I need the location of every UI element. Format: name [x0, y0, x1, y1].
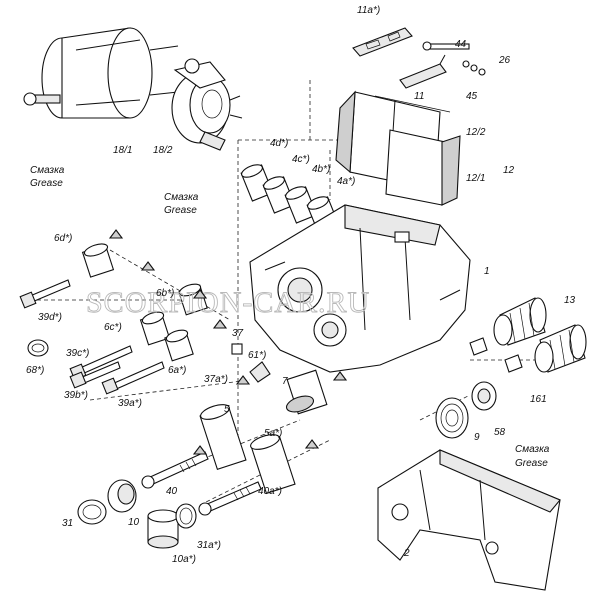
label-31: 31 [62, 518, 73, 529]
pad-spring-11a [352, 27, 413, 57]
cap-61 [249, 361, 271, 383]
bushing-6a [164, 329, 194, 362]
label-2: 2 [403, 548, 410, 559]
label-39c: 39c*) [66, 348, 89, 359]
label-45: 45 [466, 91, 478, 102]
label-4a: 4a*) [337, 176, 355, 187]
guide-pin-40a [198, 481, 262, 516]
screw-37 [231, 343, 243, 355]
label-39b: 39b*) [64, 390, 88, 401]
clip-31 [77, 499, 107, 525]
label-40a: 40a*) [258, 486, 282, 497]
label-31a: 31a*) [197, 540, 221, 551]
label-44: 44 [455, 39, 467, 50]
label-4b: 4b*) [312, 164, 330, 175]
cap-161 [469, 337, 523, 373]
bellows-13 [493, 297, 587, 373]
label-1: 1 [484, 266, 490, 277]
label-58: 58 [494, 427, 506, 438]
label-39a: 39a*) [118, 398, 142, 409]
label-6c: 6c*) [104, 322, 122, 333]
caliper-housing-1 [249, 204, 471, 373]
label-11a: 11a*) [357, 5, 380, 16]
label-6a: 6a*) [168, 365, 186, 376]
label-5: 5 [224, 404, 230, 415]
bellows-9 [435, 397, 469, 439]
label-11: 11 [414, 91, 424, 102]
ring-31a [175, 503, 197, 529]
label-10a: 10a*) [172, 554, 196, 565]
label-5a: 5a*) [264, 428, 282, 439]
label-12: 12 [503, 165, 515, 176]
label-26: 26 [498, 55, 511, 66]
label-9: 9 [474, 432, 480, 443]
label-39d: 39d*) [38, 312, 62, 323]
label-40: 40 [166, 486, 178, 497]
brake-chamber-18-1 [23, 27, 179, 119]
pad-retainer-11 [399, 54, 447, 89]
bushing-6d [81, 243, 115, 278]
grease-note-3-ru: Смазка [515, 444, 550, 455]
bush-4c [262, 176, 296, 214]
cap-68 [27, 339, 49, 357]
label-4c: 4c*) [292, 154, 310, 165]
bushing-6c [139, 311, 171, 346]
retaining-pin-44 [422, 41, 470, 51]
bolt-39d [19, 279, 71, 309]
label-161: 161 [530, 394, 547, 405]
guide-sleeve-5a [250, 434, 296, 495]
bolt-39a [101, 361, 165, 395]
label-6d: 6d*) [54, 233, 72, 244]
cap-10a [147, 509, 179, 549]
arrow-markers [108, 229, 348, 455]
tube-7 [285, 369, 328, 415]
grease-note-1-en: Grease [30, 178, 63, 189]
label-18-1: 18/1 [113, 145, 132, 156]
label-37a: 37a*) [204, 374, 228, 385]
bush-4b [284, 186, 318, 224]
guide-sleeve-5 [199, 404, 247, 470]
label-6b: 6b*) [156, 288, 174, 299]
bush-4d [240, 164, 274, 202]
guide-pin-40 [141, 451, 209, 489]
label-7: 7 [282, 376, 288, 387]
brake-pad-12-1 [374, 95, 461, 206]
carrier-2 [377, 449, 561, 591]
label-10: 10 [128, 517, 140, 528]
label-61: 61*) [248, 350, 266, 361]
brake-chamber-18-2 [171, 58, 243, 151]
cap-58 [471, 381, 497, 411]
watermark-text: SCORPION-CAR.RU [86, 286, 370, 319]
clip-26-45 [462, 60, 486, 76]
label-12-1: 12/1 [466, 173, 485, 184]
grease-note-3-en: Grease [515, 458, 548, 469]
label-13: 13 [564, 295, 576, 306]
cap-10 [107, 479, 137, 513]
label-68: 68*) [26, 365, 44, 376]
label-12-2: 12/2 [466, 127, 486, 138]
label-37: 37 [232, 328, 244, 339]
bolt-39b [69, 361, 121, 389]
grease-note-2-en: Grease [164, 205, 197, 216]
grease-note-1-ru: Смазка [30, 165, 65, 176]
label-18-2: 18/2 [153, 145, 173, 156]
grease-note-2-ru: Смазка [164, 192, 199, 203]
label-4d: 4d*) [270, 138, 288, 149]
